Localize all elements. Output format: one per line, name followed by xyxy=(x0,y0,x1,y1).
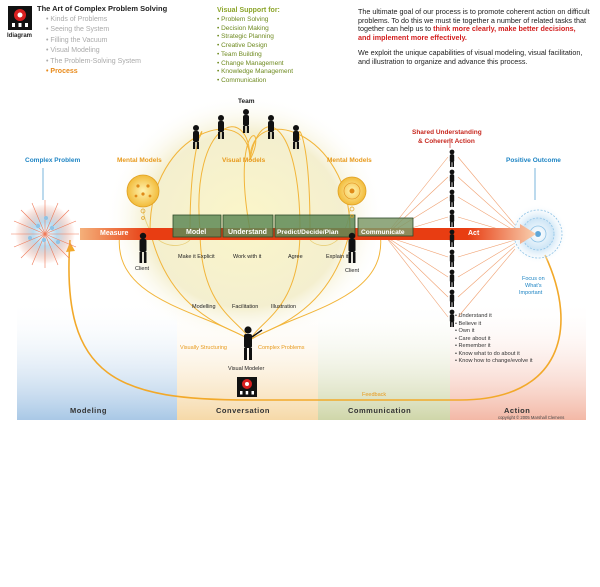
visual-support-item: Team Building xyxy=(217,51,293,60)
understanding-item: Know what to do about it xyxy=(455,351,533,359)
feedback-loop xyxy=(68,239,562,401)
facilitation-label: Facilitation xyxy=(232,304,259,310)
complex-problems-label: Complex Problems xyxy=(258,345,305,351)
zone-modeling-label: Modeling xyxy=(70,406,107,415)
visual-support-item: Decision Making xyxy=(217,25,293,34)
positive-outcome-label: Positive Outcome xyxy=(506,157,561,164)
nav-item-problem-solving-system[interactable]: The Problem-Solving System xyxy=(46,57,141,67)
visual-support-item: Creative Design xyxy=(217,42,293,51)
nav-item-kinds-of-problems[interactable]: Kinds of Problems xyxy=(46,15,141,25)
visual-support-title: Visual Support for: xyxy=(217,7,280,14)
action-people xyxy=(449,149,455,327)
measure-label: Measure xyxy=(100,230,129,237)
focus-label-1: Focus on xyxy=(522,276,545,282)
communication-zone xyxy=(318,300,450,420)
make-explicit-label: Make it Explicit xyxy=(178,254,215,260)
nav-item-process[interactable]: Process xyxy=(46,67,141,77)
understanding-item: Own it xyxy=(455,328,533,336)
visual-modeler-logo xyxy=(237,377,257,397)
visual-support-item: Strategic Planning xyxy=(217,33,293,42)
intro-p1-emphasis: think more clearly, make better decision… xyxy=(358,24,576,43)
focus-label-2: What's xyxy=(525,283,542,289)
visual-support-item: Communication xyxy=(217,77,293,86)
box-understand-label[interactable]: Understand xyxy=(228,229,267,236)
understanding-item: Care about it xyxy=(455,336,533,344)
visual-support-item: Problem Solving xyxy=(217,16,293,25)
client-left-label: Client xyxy=(135,266,150,272)
complex-problem-label: Complex Problem xyxy=(25,157,81,164)
zone-communication-label: Communication xyxy=(348,406,412,415)
zone-action-label: Action xyxy=(504,406,531,415)
visually-structuring-label: Visually Structuring xyxy=(180,345,227,351)
copyright: copyright © 2005 Marshall Clemens xyxy=(498,415,565,420)
modeling-zone xyxy=(17,300,177,420)
mental-model-left-icon xyxy=(126,174,160,220)
modelling-label: Modelling xyxy=(192,304,216,310)
understanding-item: Know how to change/evolve it xyxy=(455,358,533,366)
coherent-action-label: & Coherent Action xyxy=(418,138,475,145)
nav-item-visual-modeling[interactable]: Visual Modeling xyxy=(46,46,141,56)
client-right-figure xyxy=(348,232,356,263)
work-with-label: Work with it xyxy=(233,254,262,260)
nav-item-seeing-the-system[interactable]: Seeing the System xyxy=(46,25,141,35)
idiagram-logo xyxy=(8,6,32,30)
explain-label: Explain it xyxy=(326,254,349,260)
understanding-item: Believe it xyxy=(455,321,533,329)
client-left-figure xyxy=(139,232,147,263)
intro-text: The ultimate goal of our process is to p… xyxy=(358,7,590,72)
nav-list: Kinds of Problems Seeing the System Fill… xyxy=(46,15,141,77)
shared-understanding-label: Shared Understanding xyxy=(412,129,482,136)
zone-conversation-label: Conversation xyxy=(216,406,270,415)
focus-label-3: Important xyxy=(519,290,543,296)
team-people xyxy=(193,109,299,149)
visual-modeler-label: Visual Modeler xyxy=(228,366,265,372)
intro-paragraph-2: We exploit the unique capabilities of vi… xyxy=(358,47,583,66)
understanding-list: Understand it Believe it Own it Care abo… xyxy=(455,313,533,366)
page-title: The Art of Complex Problem Solving xyxy=(37,4,168,13)
act-label: Act xyxy=(468,230,480,237)
process-boxes xyxy=(172,214,414,238)
visual-support-item: Change Management xyxy=(217,60,293,69)
understanding-item: Remember it xyxy=(455,343,533,351)
feedback-label: Feedback xyxy=(362,392,387,398)
mental-models-right-label: Mental Models xyxy=(327,157,372,164)
box-communicate-label[interactable]: Communicate xyxy=(361,229,405,236)
agree-label: Agree xyxy=(288,254,303,260)
mental-models-left-label: Mental Models xyxy=(117,157,162,164)
visual-support-list: Problem Solving Decision Making Strategi… xyxy=(217,16,293,86)
visual-modeler-figure xyxy=(244,326,263,360)
intro-paragraph-1: The ultimate goal of our process is to p… xyxy=(358,7,590,43)
logo-label: Idiagram xyxy=(7,33,33,39)
visual-support-item: Knowledge Management xyxy=(217,68,293,77)
intro-p1-text: The ultimate goal of our process is to p… xyxy=(358,7,590,34)
understanding-item: Understand it xyxy=(455,313,533,321)
nav-item-filling-the-vacuum[interactable]: Filling the Vacuum xyxy=(46,36,141,46)
mental-model-right-icon xyxy=(337,176,367,218)
team-label: Team xyxy=(238,98,255,105)
client-right-label: Client xyxy=(345,268,360,274)
box-predict-label[interactable]: Predict/Decide/Plan xyxy=(277,229,339,236)
complex-problem-burst xyxy=(11,200,79,268)
visual-models-label: Visual Models xyxy=(222,157,266,164)
box-model-label[interactable]: Model xyxy=(186,229,207,236)
illustration-label: Illustration xyxy=(271,304,297,310)
